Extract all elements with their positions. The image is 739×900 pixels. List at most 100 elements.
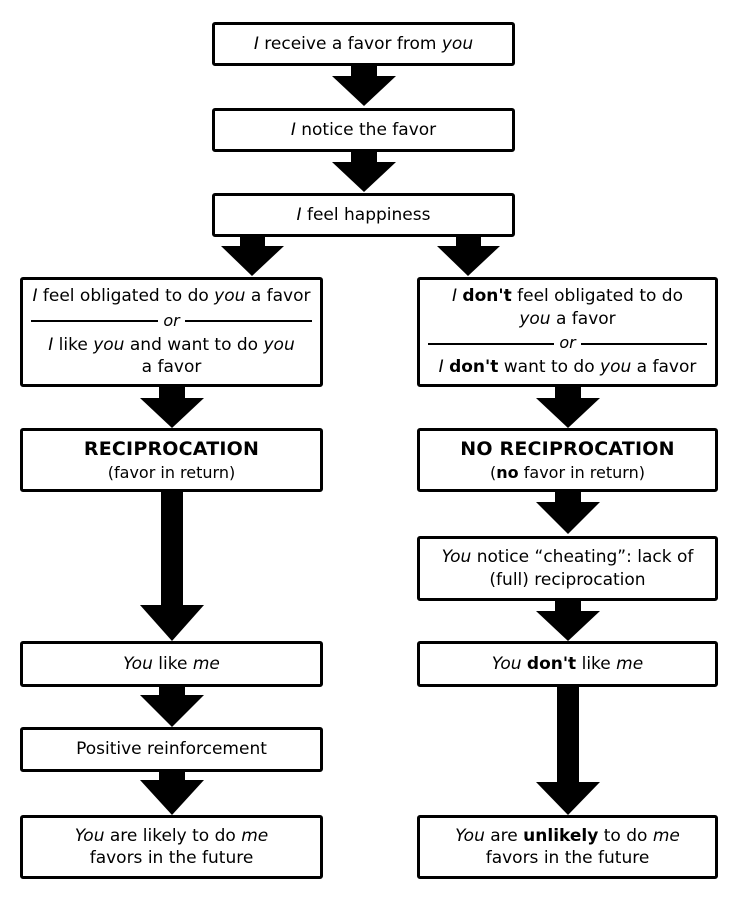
no-reciprocation-subtext: (no favor in return) <box>428 462 707 483</box>
arrow-obligated-to-no-reciprocation <box>536 386 600 428</box>
notice-cheating-line-2: (full) reciprocation <box>489 569 646 590</box>
node-notice-cheating[interactable]: You notice “cheating”: lack of (full) re… <box>417 536 718 601</box>
arrow-notice-to-happiness <box>332 150 396 192</box>
obligated-right-line-2: you a favor <box>428 308 707 330</box>
node-feel-happiness-text: I feel happiness <box>223 204 504 226</box>
unlikely-future-line-2: favors in the future <box>485 848 650 868</box>
text-frag: feel obligated to do <box>37 286 215 307</box>
pronoun-i: I <box>438 357 444 378</box>
positive-reinforcement-text: Positive reinforcement <box>76 739 267 760</box>
pronoun-me: me <box>616 653 644 674</box>
node-you-dont-like-me[interactable]: You don't like me <box>417 641 718 687</box>
pronoun-you: you <box>519 308 551 329</box>
emphasis-dont: don't <box>449 357 499 378</box>
node-positive-reinforcement[interactable]: Positive reinforcement <box>20 727 323 772</box>
text-frag: favor in return) <box>518 462 645 482</box>
text-frag: are <box>484 825 524 846</box>
pronoun-i: I <box>48 334 54 355</box>
node-no-reciprocation[interactable]: NO RECIPROCATION (no favor in return) <box>417 428 718 492</box>
emphasis-unlikely: unlikely <box>523 825 599 846</box>
emphasis-dont: don't <box>526 653 577 674</box>
pronoun-you: You <box>74 825 105 846</box>
pronoun-you: You <box>491 653 522 674</box>
pronoun-you: You <box>441 547 472 568</box>
text-frag: notice “cheating”: lack of <box>471 547 694 568</box>
emphasis-dont: don't <box>462 286 512 307</box>
obligated-right-line-3: I don't want to do you a favor <box>428 356 707 378</box>
no-reciprocation-heading: NO RECIPROCATION <box>460 437 675 460</box>
or-divider-right: or <box>428 333 707 354</box>
or-divider-left: or <box>31 311 312 332</box>
or-label: or <box>163 310 180 330</box>
pronoun-i: I <box>32 286 38 307</box>
pronoun-you-2: you <box>263 334 295 355</box>
text-frag: want to do <box>498 357 601 378</box>
node-receive-favor-text: I receive a favor from you <box>223 33 504 55</box>
or-rule-right-bar <box>580 342 707 345</box>
pronoun-you: you <box>93 334 125 355</box>
pronoun-i: I <box>296 204 302 225</box>
you-dont-like-me-text: You don't like me <box>428 653 707 675</box>
text-frag: and want to do <box>124 334 264 355</box>
node-feel-happiness[interactable]: I feel happiness <box>212 193 515 237</box>
text-frag: to do <box>598 825 653 846</box>
node-reciprocation[interactable]: RECIPROCATION (favor in return) <box>20 428 323 492</box>
pronoun-you: You <box>455 825 485 846</box>
arrow-obligated-to-reciprocation <box>140 386 204 428</box>
reciprocation-subtext: (favor in return) <box>107 462 236 482</box>
unlikely-future-line-1: You are unlikely to do me <box>428 825 707 847</box>
pronoun-me: me <box>241 825 269 846</box>
or-label: or <box>559 333 576 353</box>
node-obligated-right[interactable]: I don't feel obligated to do you a favor… <box>417 277 718 387</box>
text-frag: a favor <box>245 286 311 307</box>
node-unlikely-future[interactable]: You are unlikely to do me favors in the … <box>417 815 718 879</box>
node-notice-favor-text: I notice the favor <box>223 119 504 141</box>
obligated-left-line-1: I feel obligated to do you a favor <box>31 285 312 307</box>
text-frag: like <box>53 334 94 355</box>
text-frag: are likely to do <box>104 825 242 846</box>
or-rule-left-bar <box>428 342 555 345</box>
text-frag: a favor <box>631 357 697 378</box>
emphasis-no: no <box>496 462 519 482</box>
arrow-happiness-to-obligated-right <box>437 234 500 276</box>
pronoun-you: You <box>123 653 153 674</box>
text-frag: feel happiness <box>301 204 431 225</box>
pronoun-i: I <box>290 119 296 140</box>
arrow-no-reciprocation-to-notice-cheating <box>536 490 600 534</box>
text-frag: receive a favor from <box>258 33 442 54</box>
pronoun-you: you <box>214 286 246 307</box>
text-frag: a favor <box>550 308 616 329</box>
node-receive-favor[interactable]: I receive a favor from you <box>212 22 515 66</box>
pronoun-me: me <box>652 825 680 846</box>
likely-future-line-1: You are likely to do me <box>31 825 312 847</box>
or-rule-right-bar <box>184 320 312 323</box>
arrow-notice-cheating-to-dont-like <box>536 601 600 641</box>
text-frag: feel obligated to do <box>511 286 683 307</box>
arrow-dont-like-to-unlikely-future <box>536 685 600 815</box>
pronoun-i: I <box>253 33 259 54</box>
pronoun-you: you <box>600 357 632 378</box>
node-likely-future[interactable]: You are likely to do me favors in the fu… <box>20 815 323 879</box>
obligated-right-line-1: I don't feel obligated to do <box>428 285 707 307</box>
notice-cheating-line-1: You notice “cheating”: lack of <box>428 546 707 568</box>
arrow-positive-reinforcement-to-likely-future <box>140 770 204 815</box>
arrow-receive-to-notice <box>332 64 396 106</box>
pronoun-me: me <box>192 653 220 674</box>
arrow-you-like-me-to-positive-reinforcement <box>140 685 204 727</box>
text-frag: like <box>152 653 193 674</box>
text-frag: like <box>576 653 617 674</box>
likely-future-line-2: favors in the future <box>89 848 254 868</box>
pronoun-you: you <box>441 33 474 54</box>
obligated-left-line-2: I like you and want to do you <box>31 334 312 356</box>
node-notice-favor[interactable]: I notice the favor <box>212 108 515 152</box>
text-frag: notice the favor <box>295 119 437 140</box>
you-like-me-text: You like me <box>31 653 312 675</box>
text-frag: ( <box>490 462 497 482</box>
reciprocation-heading: RECIPROCATION <box>83 437 260 460</box>
node-you-like-me[interactable]: You like me <box>20 641 323 687</box>
arrow-reciprocation-to-you-like-me <box>140 490 204 641</box>
node-obligated-left[interactable]: I feel obligated to do you a favor or I … <box>20 277 323 387</box>
pronoun-i: I <box>452 286 458 307</box>
obligated-left-line-3: a favor <box>141 357 202 378</box>
